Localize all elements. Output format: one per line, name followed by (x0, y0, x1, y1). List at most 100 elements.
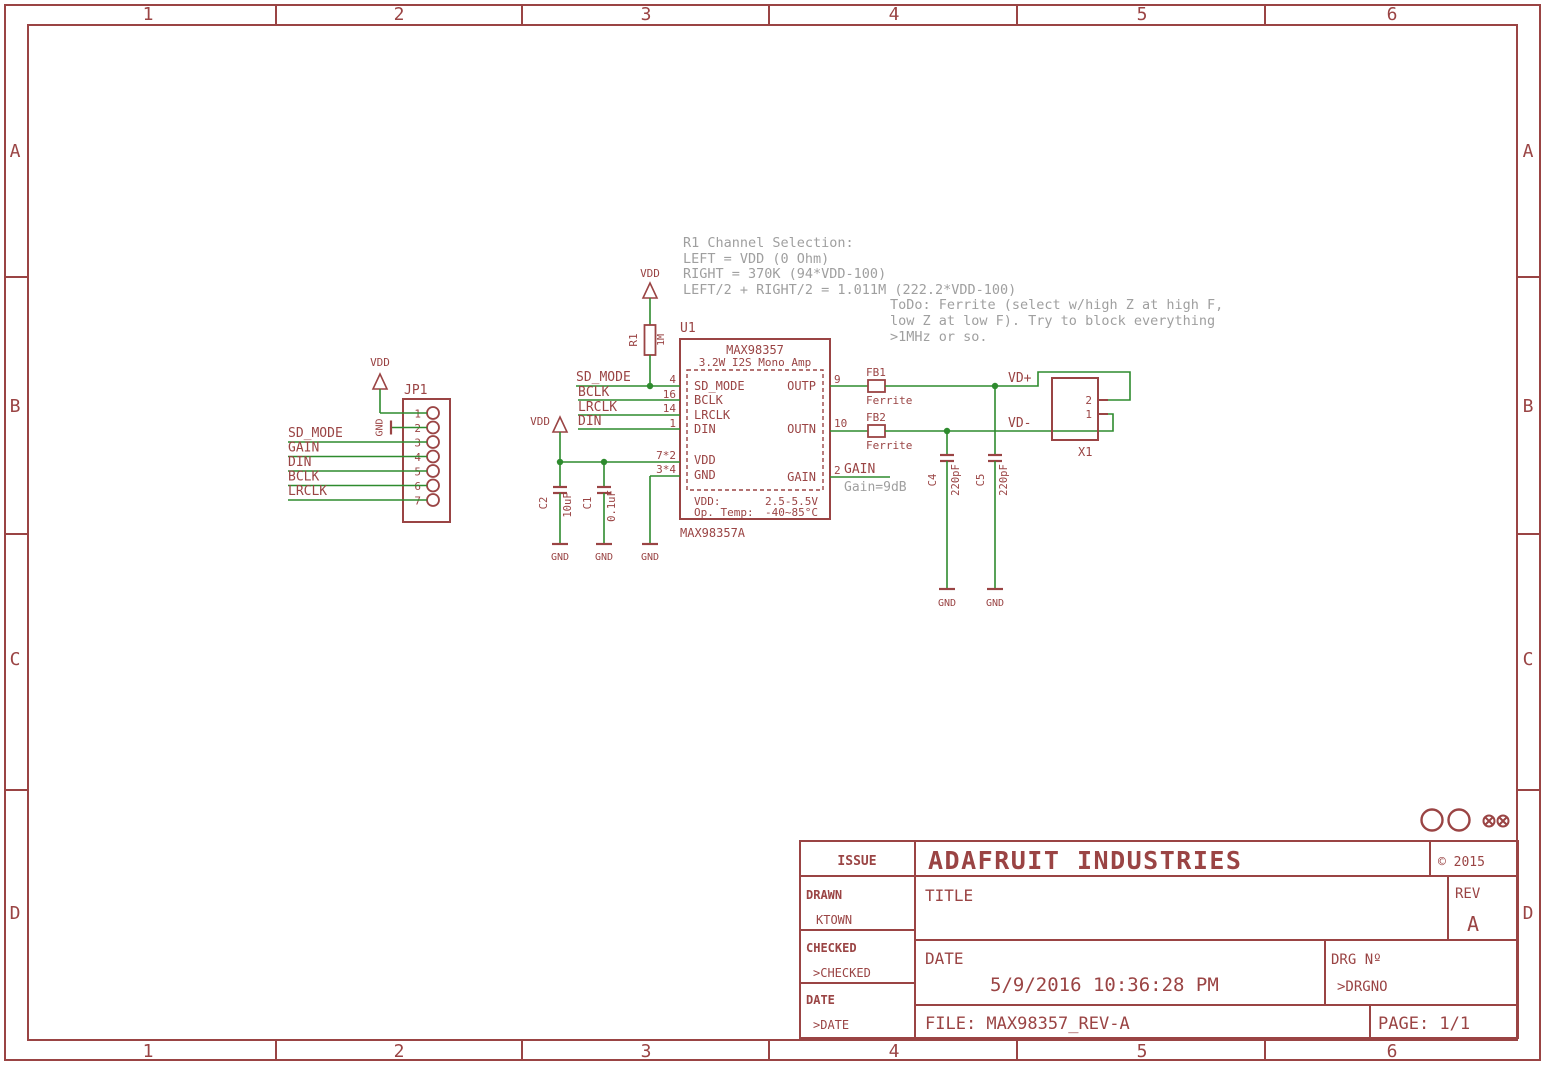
frame-inner-border (27, 24, 1518, 1041)
net-label: BCLK (288, 470, 319, 485)
registration-marks (1420, 808, 1510, 832)
net-label: LRCLK (288, 484, 327, 499)
jp1-pin-number: 5 (414, 466, 421, 479)
date-label: DATE (925, 949, 964, 968)
x1-refdes: X1 (1078, 445, 1092, 459)
u1-pin-number: 1 (669, 417, 676, 430)
frame-outer-border (4, 4, 1541, 1061)
u1-spec-value: 2.5-5.5V (765, 495, 818, 508)
copyright: © 2015 (1438, 855, 1485, 870)
u1-pin-name: GAIN (787, 470, 816, 484)
frame-row-label: C (10, 649, 21, 670)
fb1-refdes: FB1 (866, 366, 886, 379)
drawn-label: DRAWN (806, 888, 842, 902)
frame-col-label: 1 (143, 4, 154, 25)
gnd-label: GND (375, 418, 386, 436)
frame-col-label: 5 (1137, 1041, 1148, 1062)
frame-col-label: 2 (394, 4, 405, 25)
title-block: ISSUE ADAFRUIT INDUSTRIES © 2015 DRAWN K… (799, 840, 1519, 1039)
crossed-circle-icon (1484, 816, 1494, 826)
frame-row-label: B (10, 396, 21, 417)
c5-value: 220pF (998, 464, 1010, 496)
jp1-pin-number: 6 (414, 480, 421, 493)
frame-col-label: 5 (1137, 4, 1148, 25)
pin-circle (426, 435, 440, 449)
vdd-arrow-icon (551, 415, 569, 433)
frame-col-label: 3 (641, 1041, 652, 1062)
note-line: ToDo: Ferrite (select w/high Z at high F… (890, 297, 1223, 313)
net-label: SD_MODE (576, 370, 631, 385)
c5-refdes: C5 (975, 474, 987, 487)
pin-circle (426, 493, 440, 507)
crossed-circle-icon (1482, 814, 1496, 828)
u1-pin-name: VDD (694, 453, 716, 467)
u1-pin-name: SD_MODE (694, 379, 745, 393)
rev-value: A (1467, 912, 1479, 936)
vdd-label: VDD (530, 415, 550, 428)
x1-pin-number: 2 (1085, 394, 1092, 407)
connector-jp1: JP1 1 2 3 4 5 6 7 VDD GND SD_MODE GAIN D… (288, 356, 451, 523)
vdd-arrow-icon (371, 372, 389, 390)
drawn-value: KTOWN (816, 913, 852, 927)
fb2-value: Ferrite (866, 439, 912, 452)
frame-col-label: 4 (889, 1041, 900, 1062)
jp1-pin-number: 3 (414, 437, 421, 450)
note-line: >1MHz or so. (890, 329, 988, 345)
u1-pin-name: LRCLK (694, 408, 731, 422)
u1-pin-name: OUTP (787, 379, 816, 393)
pin-circle (426, 420, 440, 435)
note-r1-channel-selection: R1 Channel Selection: LEFT = VDD (0 Ohm)… (683, 235, 1016, 298)
frame-col-label: 1 (143, 1041, 154, 1062)
u1-spec-label: VDD: (694, 495, 721, 508)
u1-pin-number: 4 (669, 373, 676, 386)
net-label: GAIN (288, 441, 319, 456)
u1-pin-name: GND (694, 468, 716, 482)
vdd-arrow-icon (641, 281, 659, 299)
vdd-label: VDD (370, 356, 390, 369)
date-small-label: DATE (806, 993, 835, 1007)
frame-col-label: 2 (394, 1041, 405, 1062)
fb1-value: Ferrite (866, 394, 912, 407)
frame-row-label: D (10, 903, 21, 924)
u1-pin-number: 7*2 (656, 449, 676, 462)
u1-spec-value: -40~85°C (765, 506, 818, 519)
pin-circle (426, 449, 440, 464)
junction-dot (646, 382, 654, 390)
sheet-frame: 1 2 3 4 5 6 1 2 3 4 5 6 A B C D A B C D (4, 4, 1541, 1062)
frame-row-label: A (1523, 141, 1534, 162)
gnd-label: GND (551, 552, 569, 563)
circle-mark-icon (1447, 808, 1471, 832)
rev-label: REV (1455, 886, 1481, 902)
jp1-pin-number: 7 (414, 495, 421, 508)
vdd-label: VDD (640, 267, 660, 280)
u1-pin-number: 16 (663, 388, 676, 401)
pin-circle (426, 478, 440, 493)
u1-spec-label: Op. Temp: (694, 506, 754, 519)
u1-part-name: MAX98357 (726, 343, 784, 357)
u1-pin-number: 14 (663, 402, 677, 415)
c2-value: 10uF (562, 492, 574, 517)
u1-pin-number: 10 (834, 417, 847, 430)
checked-value: >CHECKED (813, 966, 871, 980)
c1-value: 0.1uF (606, 490, 618, 522)
wire (885, 413, 1114, 432)
u1-pin-number: 2 (834, 464, 841, 477)
gnd-label: GND (986, 598, 1004, 609)
circle-mark-icon (1420, 808, 1444, 832)
net-label: BCLK (578, 385, 609, 400)
ferrite-bead-symbol (867, 379, 886, 393)
u1-variant: MAX98357A (680, 526, 746, 540)
u1-pin-name: OUTN (787, 422, 816, 436)
gnd-label: GND (641, 552, 659, 563)
ferrite-bead-symbol (867, 424, 886, 438)
c4-refdes: C4 (927, 474, 939, 487)
x1-pin-number: 1 (1085, 408, 1092, 421)
drg-label: DRG Nº (1331, 952, 1382, 968)
note-line: LEFT/2 + RIGHT/2 = 1.011M (222.2*VDD-100… (683, 282, 1016, 298)
gain-note: Gain=9dB (844, 480, 907, 495)
date-small-value: >DATE (813, 1018, 849, 1032)
jp1-refdes: JP1 (404, 383, 427, 398)
wire (885, 371, 1131, 401)
u1-right-wiring: FB1 Ferrite VD+ FB2 Ferrite VD- GND C4 2… (830, 366, 1131, 609)
drg-value: >DRGNO (1337, 979, 1388, 995)
